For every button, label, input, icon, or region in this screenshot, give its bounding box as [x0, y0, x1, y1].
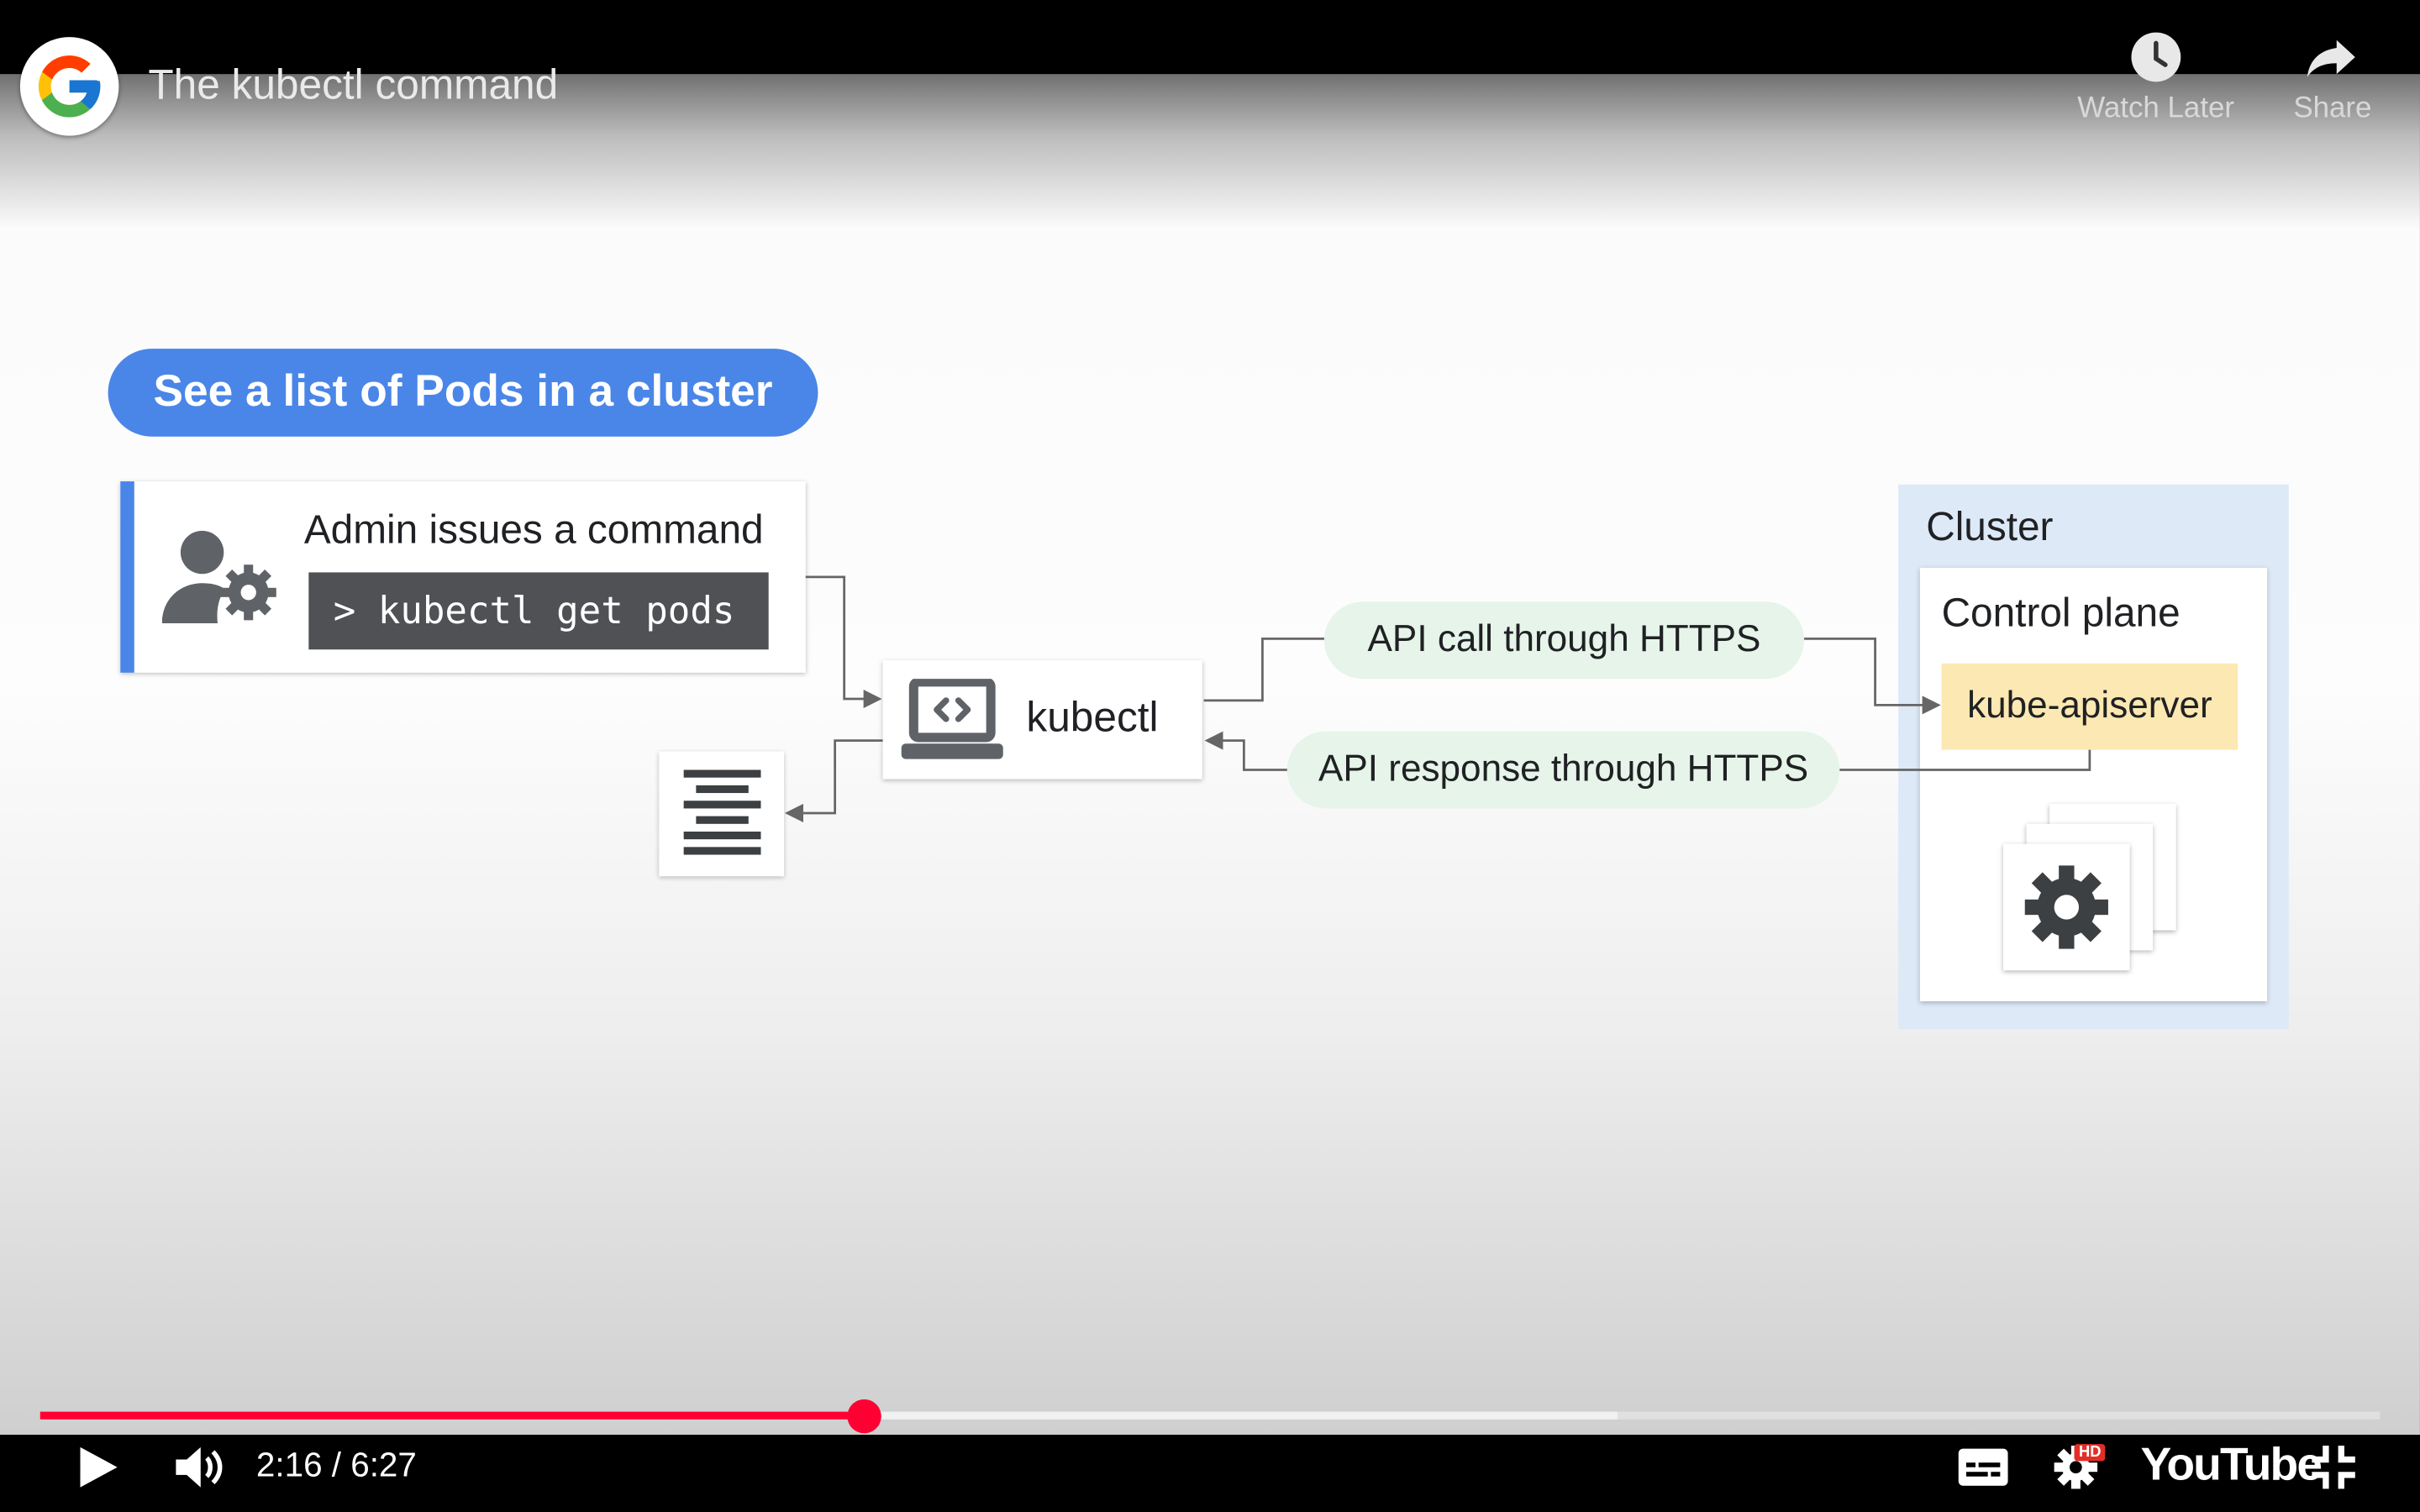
api-response-pill: API response through HTTPS — [1286, 731, 1840, 809]
time-display: 2:16 / 6:27 — [255, 1445, 417, 1484]
youtube-logo[interactable]: YouTube — [2140, 1439, 2323, 1491]
cluster-box: Cluster Control plane kube-apiserver — [1898, 484, 2289, 1030]
pod-card-front — [2003, 843, 2130, 971]
letterbox-top — [0, 0, 2420, 75]
video-title[interactable]: The kubectl command — [148, 61, 559, 108]
control-bar — [0, 1435, 2420, 1512]
watch-later-button[interactable]: Watch Later — [2077, 31, 2234, 127]
kubectl-card: kubectl — [882, 660, 1202, 780]
share-label: Share — [2293, 92, 2372, 125]
progress-bar[interactable] — [39, 1411, 2381, 1420]
exit-fullscreen-icon[interactable] — [2311, 1444, 2357, 1490]
laptop-code-icon — [901, 679, 1003, 759]
admin-gear-icon — [161, 530, 276, 624]
document-lines-icon — [683, 769, 761, 855]
hd-badge: HD — [2074, 1444, 2107, 1462]
api-call-pill: API call through HTTPS — [1323, 601, 1805, 680]
progress-played — [39, 1411, 864, 1420]
captions-icon[interactable] — [1957, 1447, 2009, 1488]
cluster-label: Cluster — [1926, 502, 2054, 549]
play-icon[interactable] — [77, 1444, 120, 1490]
kubectl-label: kubectl — [1026, 694, 1159, 741]
control-plane-label: Control plane — [1941, 589, 2181, 636]
watch-later-label: Watch Later — [2077, 92, 2235, 125]
slide-headline: See a list of Pods in a cluster — [108, 349, 818, 437]
volume-icon[interactable] — [173, 1442, 225, 1492]
clock-icon — [2131, 32, 2181, 82]
settings-button[interactable]: HD — [2053, 1441, 2114, 1490]
admin-command-card: Admin issues a command > kubectl get pod… — [120, 481, 806, 673]
progress-scrubber[interactable] — [846, 1399, 881, 1434]
google-logo-icon[interactable] — [19, 37, 119, 136]
title-overlay — [0, 74, 2420, 228]
gear-icon — [2024, 865, 2108, 949]
control-plane-box: Control plane kube-apiserver — [1919, 567, 2268, 1002]
admin-command-text: Admin issues a command — [303, 506, 764, 553]
share-icon — [2307, 39, 2356, 77]
share-button[interactable]: Share — [2293, 31, 2371, 127]
output-document-card — [659, 751, 785, 877]
kube-apiserver-box: kube-apiserver — [1941, 663, 2238, 750]
command-box: > kubectl get pods — [308, 572, 769, 650]
